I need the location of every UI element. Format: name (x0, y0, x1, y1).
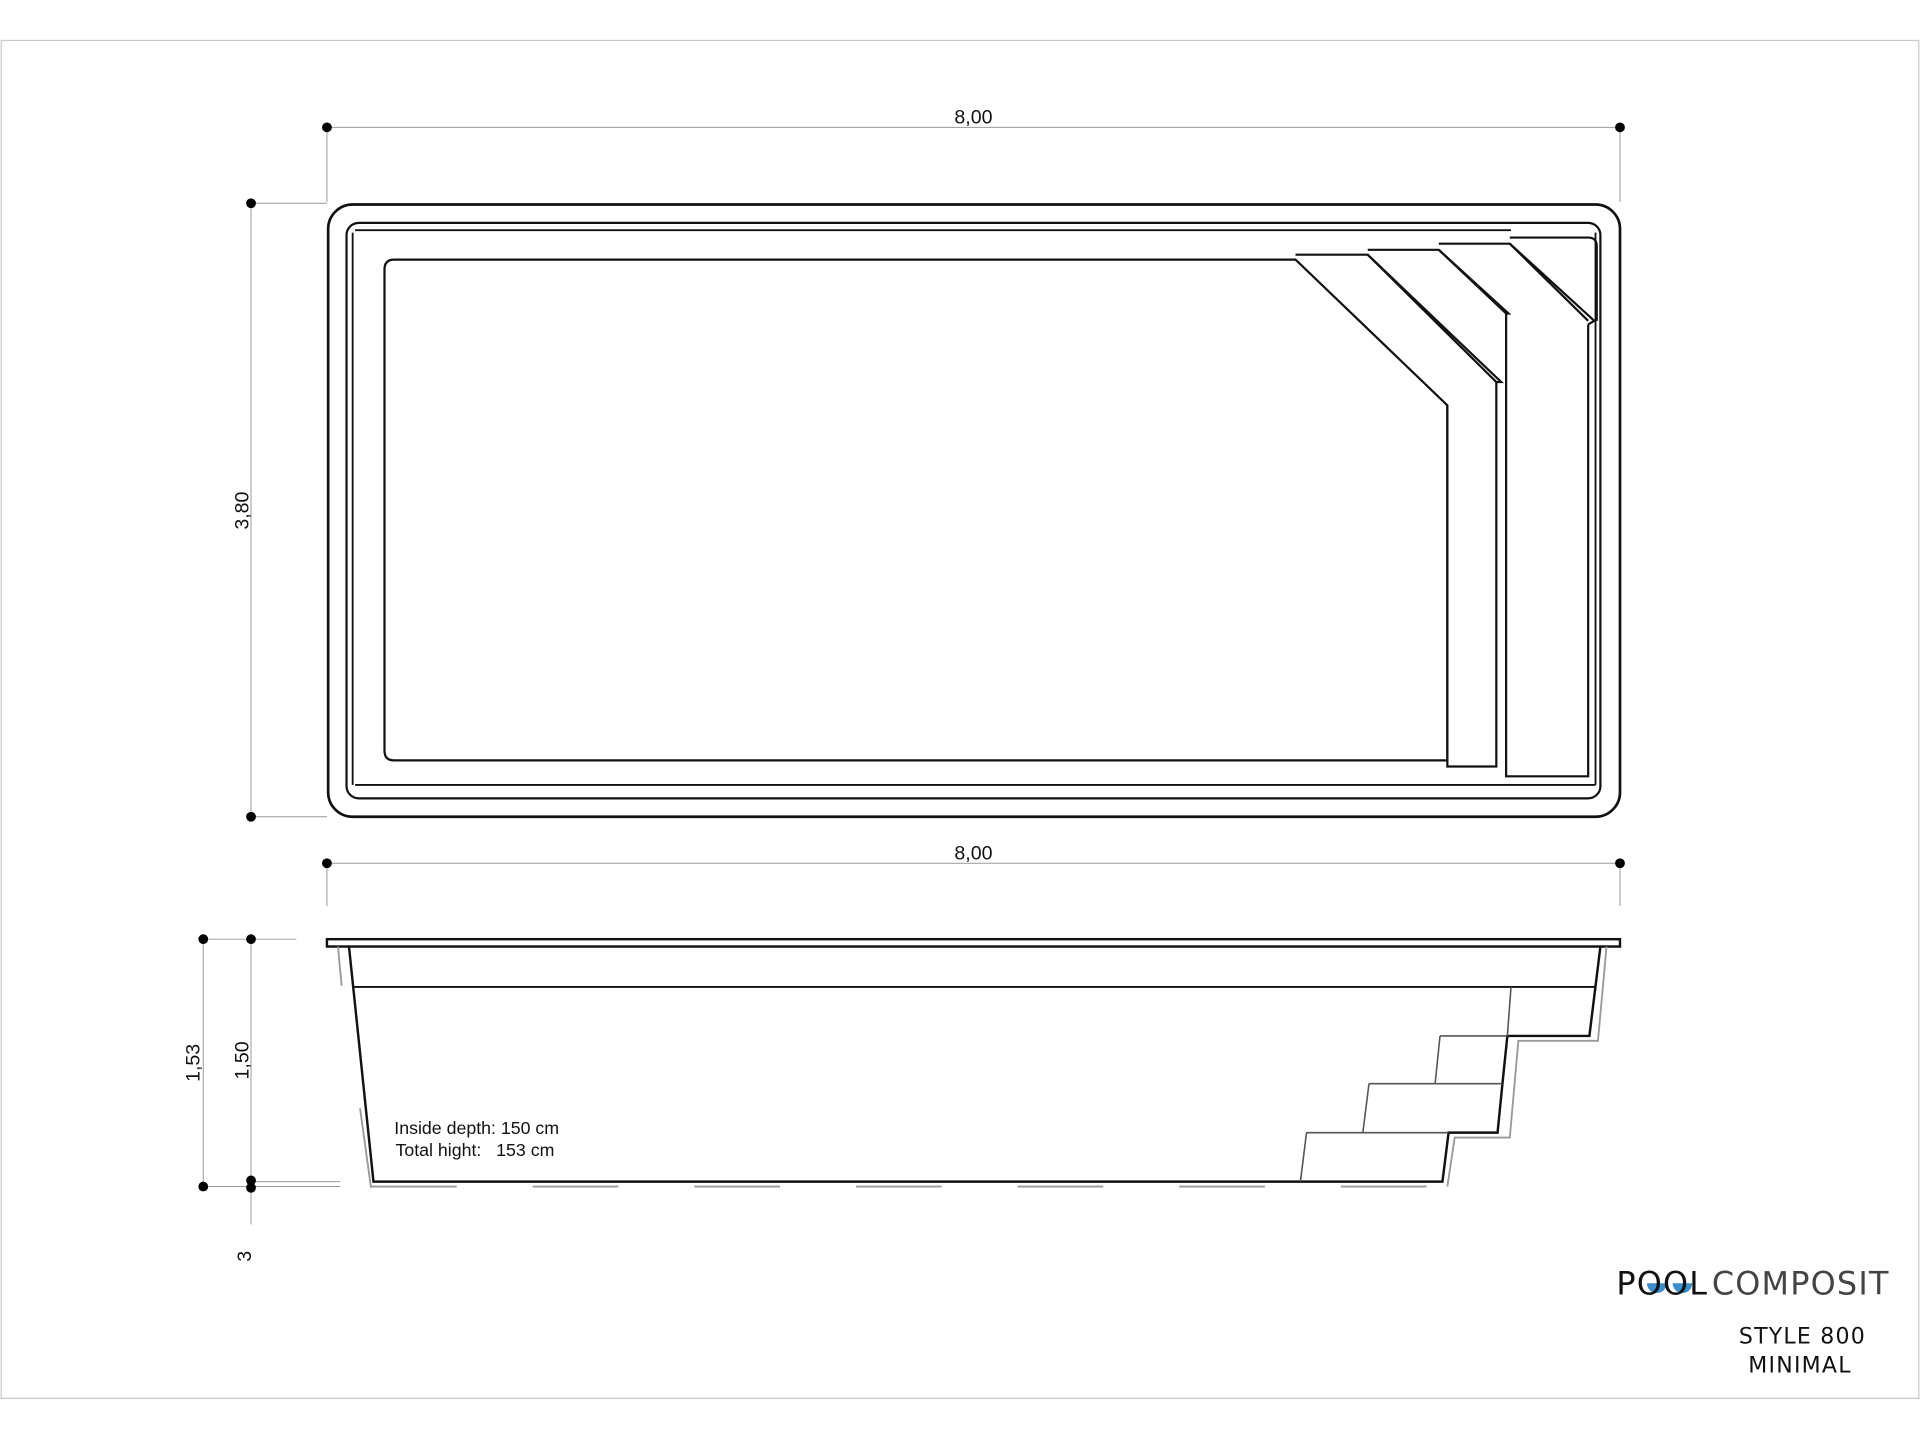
plan-length-dimension (322, 122, 1625, 203)
logo-water-o2 (1672, 1283, 1693, 1294)
logo-composit-text: COMPOSIT (1712, 1264, 1890, 1302)
total-height-label: 1,53 (183, 1044, 205, 1082)
plan-width-label: 3,80 (232, 491, 254, 529)
model-name-line1: STYLE 800 (1739, 1324, 1866, 1349)
inside-depth-note: Inside depth: 150 cm (394, 1118, 559, 1138)
model-name-line2: MINIMAL (1748, 1354, 1851, 1379)
pool-outer-edge (326, 203, 1622, 819)
plan-length-label: 8,00 (954, 107, 992, 129)
section-length-dimension (322, 858, 1625, 907)
section-outer-shell (337, 946, 1608, 1188)
pool-inner-rim (351, 229, 1597, 786)
logo-water-o1 (1646, 1283, 1667, 1294)
poolcomposit-logo: POOL COMPOSIT (1616, 1264, 1890, 1302)
plan-width-dimension (246, 198, 327, 822)
logo-pool-text: POOL (1616, 1264, 1708, 1302)
pool-floor (383, 258, 1449, 762)
section-inner-shell (347, 946, 1602, 1183)
inside-depth-label: 1,50 (232, 1041, 254, 1079)
section-steps (1299, 986, 1512, 1182)
plan-view (246, 122, 1625, 822)
total-height-note: Total hight: 153 cm (396, 1140, 555, 1160)
flange-thickness-label: 3 (234, 1251, 256, 1262)
section-view (198, 858, 1625, 1225)
pool-flange (325, 937, 1622, 948)
drawing-frame (0, 39, 1920, 1399)
pool-rim (345, 221, 1602, 800)
section-length-label: 8,00 (954, 843, 992, 865)
plan-steps (1295, 236, 1598, 778)
section-height-dimensions (198, 934, 341, 1225)
